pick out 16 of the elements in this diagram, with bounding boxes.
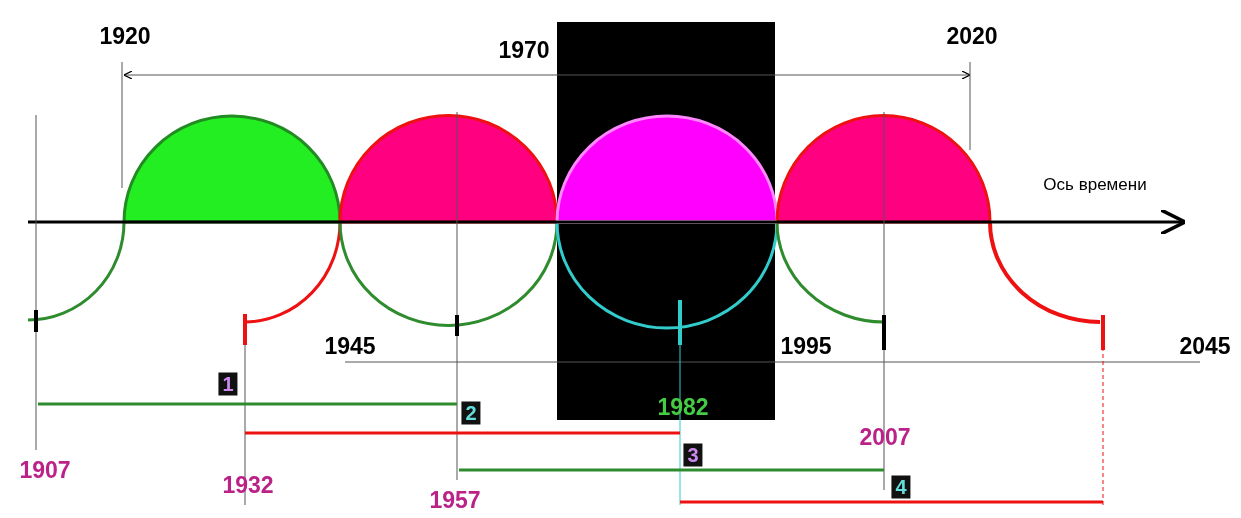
year-label: 1920 [99, 24, 151, 48]
year-label: 1982 [657, 395, 709, 419]
year-label: 2020 [946, 24, 998, 48]
number-tag: 3 [683, 443, 703, 467]
year-label: 1945 [324, 334, 376, 358]
number-tag: 1 [218, 372, 238, 396]
year-label: 1995 [780, 334, 832, 358]
year-label: 1970 [498, 38, 550, 62]
year-label: 1957 [429, 488, 481, 512]
number-tag: 4 [891, 475, 911, 499]
year-label: 1907 [19, 458, 71, 482]
year-label: 1932 [222, 473, 274, 497]
number-tag: 2 [461, 401, 481, 425]
axis-label: Ось времени [1043, 175, 1147, 193]
year-label: 2045 [1179, 334, 1231, 358]
year-label: 2007 [859, 425, 911, 449]
